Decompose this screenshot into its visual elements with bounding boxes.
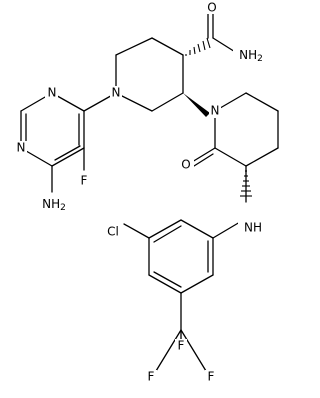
atom-label-fluoro: F [81,174,88,188]
wedge-pip-c3-to-lactam-n [183,93,210,117]
atom-label-pyrimidine-n1: N [17,141,26,155]
atom-label-amino-nh2: NH2 [42,197,66,213]
bond-pyr-c6-c5-double [54,145,81,161]
atom-label-piperidine-n: N [112,86,121,100]
bond-cf3-f-right [180,329,207,372]
bond-ar-c3-cl [123,223,150,239]
atom-labels: O NH2 N N N N O F NH NH2 Cl F F F [15,1,269,384]
atom-label-amide-oxygen: O [207,1,216,15]
atom-label-cf3-f-top: F [178,339,185,353]
atom-label-amide-nh2: NH2 [239,48,263,64]
atom-label-cf3-f-left: F [148,370,155,384]
bond-cf3-f-left [155,329,182,372]
bond-pip-c5-c4 [151,92,184,112]
atom-label-lactam-oxygen: O [181,158,190,172]
hashed-bond-pip-c2-amide [185,37,211,56]
bond-lac-c3-c2 [214,147,247,167]
bond-ar-c1-c2 [180,219,214,239]
atom-label-lactam-n: N [211,104,220,118]
molecule-structure-diagram: O NH2 N N N N O F NH NH2 Cl F F F [15,1,279,384]
bond-pip-c1-c6 [115,37,153,56]
atom-label-pyrimidine-n3: N [48,86,57,100]
bond-ar-c4-c5 [148,274,182,294]
bond-ar-c5-c6 [180,274,214,294]
bond-pyr-c6-c5 [51,147,85,167]
bond-lac-c4-c3 [245,147,279,167]
bond-lac-c2-o [191,147,216,163]
bond-lac-c6-c5 [245,92,279,112]
bond-ar-c2-c3 [148,219,182,239]
atom-label-amine-nh: NH [244,221,262,235]
bond-ar-c2-c3-double [153,225,182,243]
bond-pip-c1-c2 [151,37,184,56]
atom-label-cf3-f-right: F [208,370,215,384]
hashed-bond-lac-c3-nh [240,170,252,197]
bond-nh-to-aryl [212,221,241,239]
bond-ar-c4-c5-double [153,271,182,288]
atom-label-chloro: Cl [107,225,119,239]
bonds [20,8,279,372]
bond-lac-c2-o-double [193,153,214,167]
